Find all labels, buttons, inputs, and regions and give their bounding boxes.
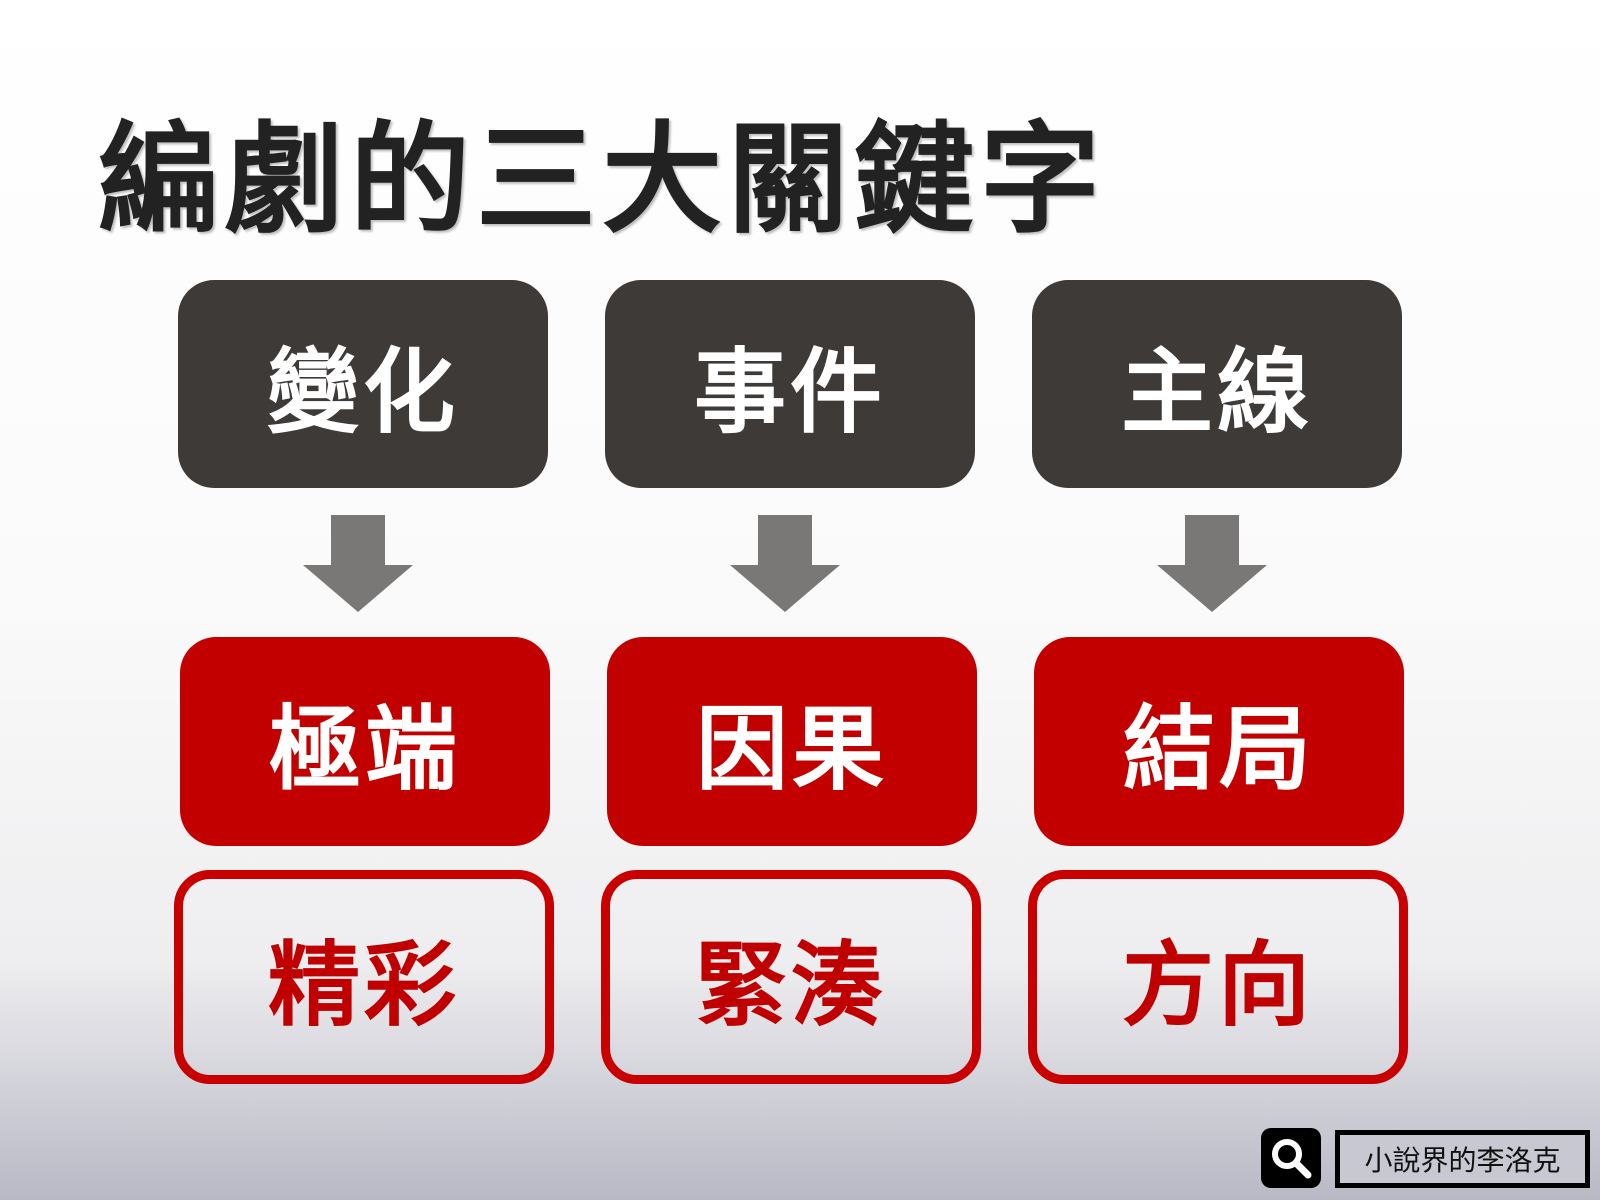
keyword-box-3: 主線 [1032, 280, 1402, 488]
keyword-box-2: 事件 [605, 280, 975, 488]
keyword-box-1: 變化 [178, 280, 548, 488]
down-arrow-icon [730, 515, 840, 612]
effect-box-3: 方向 [1028, 870, 1408, 1084]
slide-title: 編劇的三大關鍵字 [98, 111, 1106, 250]
down-arrow-icon [1157, 515, 1267, 612]
principle-box-3: 結局 [1034, 637, 1404, 846]
principle-box-1: 極端 [180, 637, 550, 846]
principle-box-2: 因果 [607, 637, 977, 846]
effect-box-1: 精彩 [174, 870, 554, 1084]
effect-box-2: 緊湊 [601, 870, 981, 1084]
search-icon [1261, 1128, 1321, 1188]
down-arrow-icon [303, 515, 413, 612]
watermark-label: 小說界的李洛克 [1335, 1130, 1590, 1188]
